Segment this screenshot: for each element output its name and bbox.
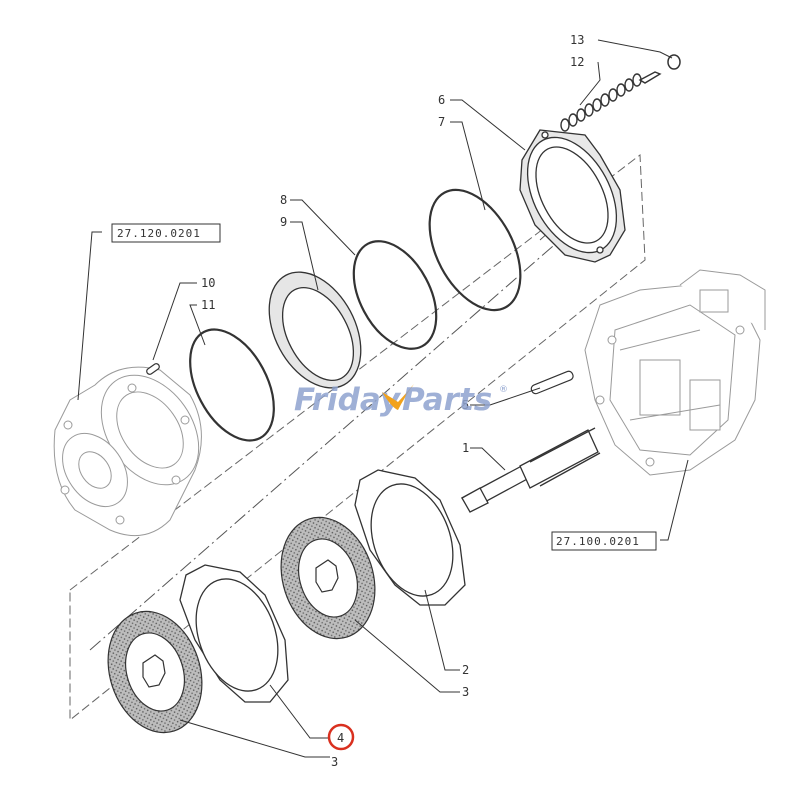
watermark-text-part2: Parts [402, 382, 492, 418]
transmission-housing [584, 269, 766, 476]
callout-7: 7 [438, 115, 445, 129]
callout-8: 8 [280, 193, 287, 207]
callout-3-upper: 3 [462, 685, 469, 699]
assembly-boundary [69, 154, 646, 722]
reference-label-27-120: 27.120.0201 [117, 227, 201, 240]
callout-3-lower: 3 [331, 755, 338, 769]
part-9-piston [268, 271, 362, 389]
part-13-ring [667, 54, 681, 70]
differential-housing [53, 366, 202, 537]
callout-9: 9 [280, 215, 287, 229]
callout-12: 12 [570, 55, 584, 69]
callout-10: 10 [201, 276, 215, 290]
callout-5: 5 [462, 398, 469, 412]
leader-lines [77, 39, 689, 758]
part-1-shaft [461, 427, 601, 513]
watermark-registered-mark: ® [499, 385, 508, 395]
callout-13: 13 [570, 33, 584, 47]
part-4-steel-plate [179, 564, 289, 703]
watermark-logo: Friday Parts ® [294, 382, 508, 418]
part-3-friction-disc-upper [280, 516, 376, 640]
callout-4: 4 [337, 731, 344, 745]
reference-box-27-100: 27.100.0201 [551, 531, 657, 551]
part-6-piston-housing [519, 129, 626, 263]
callout-11: 11 [201, 298, 215, 312]
callout-1: 1 [462, 441, 469, 455]
watermark-text-part1: Friday [294, 382, 402, 418]
watermark-swoosh-icon [382, 384, 414, 410]
part-11-o-ring [189, 328, 275, 442]
center-axis-line [89, 204, 601, 651]
callout-4-highlight-ring [327, 723, 355, 751]
part-2-steel-plate [354, 469, 466, 606]
part-10-pin [146, 363, 160, 375]
callout-2: 2 [462, 663, 469, 677]
part-12-spring [560, 71, 662, 132]
callout-6: 6 [438, 93, 445, 107]
part-3-friction-disc-lower [107, 610, 203, 734]
part-8-o-ring [352, 240, 438, 350]
reference-box-27-120: 27.120.0201 [111, 223, 221, 243]
part-7-o-ring [428, 188, 522, 312]
part-5-dowel [530, 370, 574, 395]
reference-label-27-100: 27.100.0201 [556, 535, 640, 548]
